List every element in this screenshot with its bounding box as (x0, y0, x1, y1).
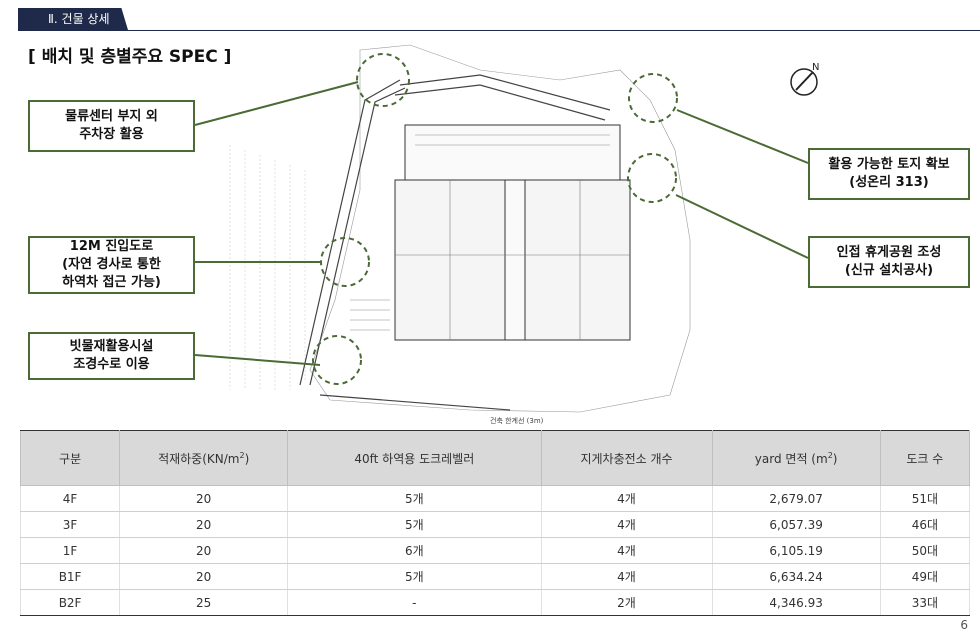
site-plan-drawing: 건축 한계선 (3m) (229, 44, 691, 425)
svg-text:N: N (812, 62, 819, 73)
col-yard: yard 면적 (m2) (711, 430, 881, 486)
boundary-label: 건축 한계선 (3m) (490, 416, 544, 425)
callout-logistics-parking: 물류센터 부지 외 주차장 활용 (28, 100, 195, 152)
callout-rainwater: 빗물재활용시설 조경수로 이용 (28, 332, 195, 380)
north-arrow-icon: N (790, 62, 819, 96)
col-load: 적재하중(KN/m2) (119, 430, 289, 486)
callout-land: 활용 가능한 토지 확보 (성온리 313) (808, 148, 970, 200)
callout-access-road: 12M 진입도로 (자연 경사로 통한 하역차 접근 가능) (28, 236, 195, 294)
page-number: 6 (960, 618, 968, 632)
col-dock-leveler: 40ft 하역용 도크레벨러 (287, 430, 542, 486)
col-docks: 도크 수 (879, 430, 971, 486)
section-tab: Ⅱ. 건물 상세 (18, 8, 128, 30)
section-divider (18, 30, 980, 31)
spec-title: [ 배치 및 층별주요 SPEC ] (28, 47, 232, 67)
spec-table: 구분 적재하중(KN/m2) 40ft 하역용 도크레벨러 지게차충전소 개수 … (19, 430, 971, 616)
callout-park: 인접 휴게공원 조성 (신규 설치공사) (808, 236, 970, 288)
table-header-row: 구분 적재하중(KN/m2) 40ft 하역용 도크레벨러 지게차충전소 개수 … (19, 430, 971, 486)
col-floor: 구분 (19, 430, 121, 486)
col-charging: 지게차충전소 개수 (540, 430, 713, 486)
